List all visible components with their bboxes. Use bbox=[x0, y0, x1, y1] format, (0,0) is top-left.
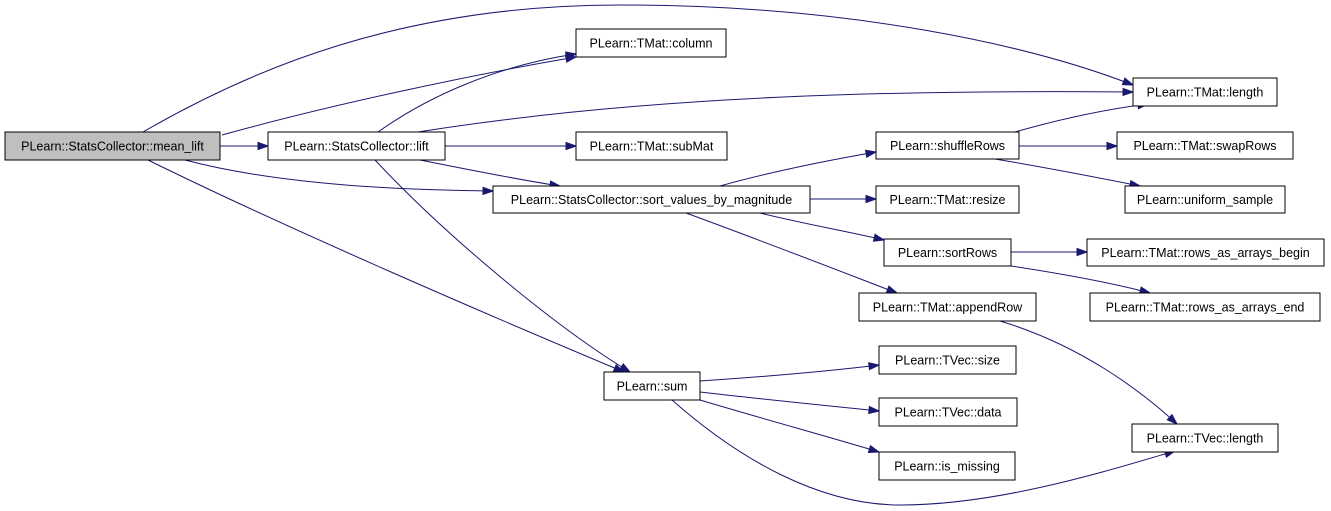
edge-line bbox=[221, 56, 577, 136]
edge-sort_values-to-resize bbox=[810, 194, 878, 204]
node-label: PLearn::StatsCollector::sort_values_by_m… bbox=[511, 193, 792, 207]
node-tvec-size[interactable]: PLearn::TVec::size bbox=[878, 345, 1017, 375]
node-tmat-submat[interactable]: PLearn::TMat::subMat bbox=[575, 131, 728, 161]
edge-mean_lift-to-tmat_length bbox=[142, 4, 1135, 133]
node-sortrows[interactable]: PLearn::sortRows bbox=[883, 238, 1012, 267]
node-label: PLearn::sortRows bbox=[898, 246, 997, 260]
edge-line bbox=[1010, 265, 1151, 294]
edge-line bbox=[1014, 103, 1149, 133]
edge-shufflerows-to-uniform_sample bbox=[994, 158, 1142, 189]
node-sort-values-by-magnitude[interactable]: PLearn::StatsCollector::sort_values_by_m… bbox=[492, 185, 811, 214]
node-tvec-length[interactable]: PLearn::TVec::length bbox=[1131, 423, 1279, 453]
node-tmat-swaprows[interactable]: PLearn::TMat::swapRows bbox=[1116, 131, 1294, 160]
arrowhead-icon bbox=[1166, 413, 1179, 426]
arrowhead-icon bbox=[482, 186, 495, 196]
edge-sort_values-to-sortrows bbox=[759, 212, 886, 242]
edge-mean_lift-to-lift bbox=[220, 141, 270, 151]
node-label: PLearn::shuffleRows bbox=[890, 139, 1005, 153]
arrowhead-icon bbox=[864, 149, 878, 158]
arrowhead-icon bbox=[564, 51, 578, 60]
edge-shufflerows-to-tmat_length bbox=[1014, 101, 1150, 133]
edge-sort_values-to-appendrow bbox=[685, 212, 899, 294]
edge-sum-to-tvec_data bbox=[699, 391, 881, 415]
node-label: PLearn::TMat::resize bbox=[889, 193, 1005, 207]
edge-mean_lift-to-sort_values bbox=[184, 159, 495, 196]
edge-sortrows-to-rows_begin bbox=[1011, 247, 1089, 257]
node-label: PLearn::TMat::appendRow bbox=[873, 301, 1023, 315]
edge-line bbox=[142, 4, 1134, 133]
arrowhead-icon bbox=[868, 362, 881, 371]
edge-line bbox=[374, 159, 631, 373]
node-label: PLearn::TMat::length bbox=[1147, 86, 1264, 100]
node-tmat-rows-as-arrays-end[interactable]: PLearn::TMat::rows_as_arrays_end bbox=[1089, 292, 1321, 322]
edge-line bbox=[719, 151, 877, 187]
edge-lift-to-submat bbox=[445, 141, 578, 151]
arrowhead-icon bbox=[1106, 141, 1119, 151]
edge-sum-to-is_missing bbox=[699, 399, 881, 453]
edge-lift-to-column bbox=[377, 51, 578, 133]
node-tmat-appendrow[interactable]: PLearn::TMat::appendRow bbox=[858, 292, 1037, 322]
arrowhead-icon bbox=[865, 194, 878, 204]
node-label: PLearn::uniform_sample bbox=[1137, 193, 1273, 207]
edge-line bbox=[377, 53, 577, 133]
edge-line bbox=[147, 159, 625, 373]
node-label: PLearn::TVec::size bbox=[895, 354, 1000, 368]
node-tmat-rows-as-arrays-begin[interactable]: PLearn::TMat::rows_as_arrays_begin bbox=[1086, 238, 1325, 267]
node-is-missing[interactable]: PLearn::is_missing bbox=[878, 451, 1016, 481]
node-tmat-length[interactable]: PLearn::TMat::length bbox=[1132, 77, 1278, 107]
node-label: PLearn::TVec::data bbox=[894, 406, 1001, 420]
node-mean-lift[interactable]: PLearn::StatsCollector::mean_lift bbox=[4, 131, 221, 161]
arrowhead-icon bbox=[618, 362, 632, 373]
edge-line bbox=[685, 212, 898, 294]
edge-line bbox=[994, 158, 1141, 187]
edge-line bbox=[417, 91, 1134, 133]
arrowhead-icon bbox=[1121, 77, 1135, 86]
edge-line bbox=[699, 399, 880, 453]
node-label: PLearn::TMat::column bbox=[590, 37, 713, 51]
arrowhead-icon bbox=[867, 444, 881, 453]
arrowhead-icon bbox=[565, 141, 578, 151]
node-tmat-column[interactable]: PLearn::TMat::column bbox=[575, 28, 727, 58]
edge-line bbox=[184, 159, 494, 192]
edge-line bbox=[699, 391, 880, 412]
node-tvec-data[interactable]: PLearn::TVec::data bbox=[878, 397, 1018, 427]
edge-line bbox=[671, 399, 1176, 506]
node-sum[interactable]: PLearn::sum bbox=[603, 371, 701, 401]
node-label: PLearn::StatsCollector::lift bbox=[284, 140, 429, 154]
edge-shufflerows-to-swaprows bbox=[1019, 141, 1119, 151]
call-edges bbox=[142, 4, 1179, 506]
edge-line bbox=[699, 364, 880, 382]
node-uniform-sample[interactable]: PLearn::uniform_sample bbox=[1124, 185, 1286, 214]
edge-sort_values-to-shufflerows bbox=[719, 149, 878, 187]
node-tmat-resize[interactable]: PLearn::TMat::resize bbox=[875, 185, 1020, 214]
node-label: PLearn::TMat::subMat bbox=[590, 140, 714, 154]
edge-line bbox=[419, 159, 561, 187]
node-label: PLearn::TMat::swapRows bbox=[1133, 139, 1276, 153]
arrowhead-icon bbox=[872, 233, 886, 242]
edge-lift-to-sort_values bbox=[419, 159, 562, 189]
edge-lift-to-sum bbox=[374, 159, 632, 373]
edge-line bbox=[999, 320, 1178, 425]
arrowhead-icon bbox=[1122, 87, 1135, 97]
arrowhead-icon bbox=[1076, 247, 1089, 257]
edge-appendrow-to-tvec_length bbox=[999, 320, 1179, 426]
node-lift[interactable]: PLearn::StatsCollector::lift bbox=[267, 131, 446, 161]
edge-lift-to-tmat_length bbox=[417, 87, 1135, 133]
edge-sortrows-to-rows_end bbox=[1010, 265, 1152, 295]
node-label: PLearn::TVec::length bbox=[1147, 432, 1264, 446]
node-shufflerows[interactable]: PLearn::shuffleRows bbox=[875, 131, 1020, 160]
node-label: PLearn::StatsCollector::mean_lift bbox=[21, 140, 204, 154]
node-label: PLearn::TMat::rows_as_arrays_begin bbox=[1101, 246, 1309, 260]
node-label: PLearn::TMat::rows_as_arrays_end bbox=[1106, 301, 1305, 315]
arrowhead-icon bbox=[885, 285, 899, 294]
edge-sum-to-tvec_size bbox=[699, 362, 881, 382]
arrowhead-icon bbox=[257, 141, 270, 151]
arrowhead-icon bbox=[868, 405, 881, 415]
edge-line bbox=[759, 212, 885, 241]
node-label: PLearn::is_missing bbox=[894, 460, 1000, 474]
node-label: PLearn::sum bbox=[617, 380, 688, 394]
